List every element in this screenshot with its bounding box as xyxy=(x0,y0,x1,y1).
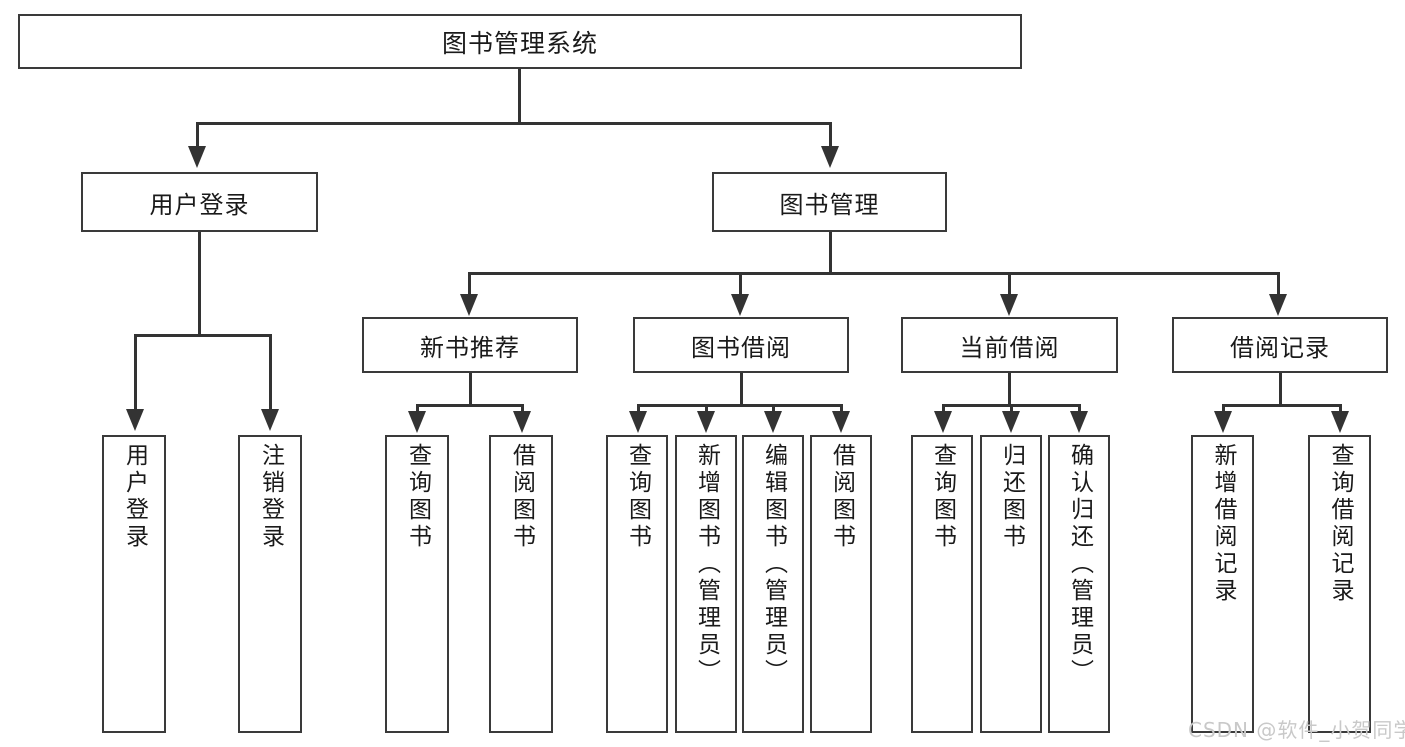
leaf-label: 新增借阅记录 xyxy=(1210,443,1236,605)
leaf-label: 确认归还（管理员） xyxy=(1066,443,1093,686)
connector-current-drop-2 xyxy=(1010,404,1013,412)
connector-root-to-user xyxy=(196,122,199,147)
node-label: 用户登录 xyxy=(149,190,250,219)
connector-current-drop-1 xyxy=(942,404,945,412)
connector-root-stem xyxy=(518,69,521,124)
leaf-confirm-return-admin[interactable]: 确认归还（管理员） xyxy=(1048,435,1110,733)
leaf-edit-book-admin[interactable]: 编辑图书（管理员） xyxy=(742,435,804,733)
arrow-book-to-newbook xyxy=(460,294,478,316)
connector-newbook-bus xyxy=(416,404,524,407)
leaf-label: 注销登录 xyxy=(257,443,284,551)
leaf-query-book-newbook[interactable]: 查询图书 xyxy=(385,435,449,733)
connector-current-stem xyxy=(1008,373,1011,406)
connector-record-drop-1 xyxy=(1222,404,1225,412)
csdn-watermark: CSDN @软件_小贺同学 xyxy=(1188,718,1405,742)
connector-user-bus xyxy=(134,334,272,337)
connector-user-drop-2 xyxy=(269,334,272,410)
arrow-book-to-borrow xyxy=(731,294,749,316)
connector-book-drop-1 xyxy=(468,272,471,295)
arrow-newbook-leaf-2 xyxy=(513,411,531,433)
connector-user-drop-1 xyxy=(134,334,137,410)
leaf-query-book-borrow[interactable]: 查询图书 xyxy=(606,435,668,733)
leaf-return-book[interactable]: 归还图书 xyxy=(980,435,1042,733)
connector-borrow-drop-3 xyxy=(772,404,775,412)
node-root-system[interactable]: 图书管理系统 xyxy=(18,14,1022,69)
leaf-label: 查询图书 xyxy=(404,443,431,551)
connector-borrow-drop-2 xyxy=(705,404,708,412)
arrow-borrow-leaf-3 xyxy=(764,411,782,433)
leaf-label: 编辑图书（管理员） xyxy=(760,443,787,686)
arrow-user-leaf-2 xyxy=(261,409,279,431)
connector-book-drop-4 xyxy=(1277,272,1280,295)
node-label: 当前借阅 xyxy=(959,333,1060,362)
leaf-user-login[interactable]: 用户登录 xyxy=(102,435,166,733)
leaf-borrow-book[interactable]: 借阅图书 xyxy=(810,435,872,733)
node-user-login[interactable]: 用户登录 xyxy=(81,172,318,232)
connector-root-to-book xyxy=(829,122,832,147)
arrow-record-leaf-1 xyxy=(1214,411,1232,433)
arrow-borrow-leaf-4 xyxy=(832,411,850,433)
leaf-label: 查询图书 xyxy=(929,443,956,551)
arrow-current-leaf-2 xyxy=(1002,411,1020,433)
leaf-label: 查询图书 xyxy=(624,443,651,551)
leaf-label: 归还图书 xyxy=(998,443,1025,551)
connector-newbook-stem xyxy=(469,373,472,406)
node-label: 图书管理 xyxy=(779,190,880,219)
node-borrow-record[interactable]: 借阅记录 xyxy=(1172,317,1388,373)
arrow-newbook-leaf-1 xyxy=(408,411,426,433)
leaf-add-book-admin[interactable]: 新增图书（管理员） xyxy=(675,435,737,733)
connector-newbook-drop-1 xyxy=(416,404,419,412)
node-new-book-recommend[interactable]: 新书推荐 xyxy=(362,317,578,373)
arrow-current-leaf-1 xyxy=(934,411,952,433)
connector-record-drop-2 xyxy=(1339,404,1342,412)
arrow-root-to-book xyxy=(821,146,839,168)
connector-record-stem xyxy=(1279,373,1282,406)
arrow-book-to-record xyxy=(1269,294,1287,316)
leaf-query-borrow-record[interactable]: 查询借阅记录 xyxy=(1308,435,1371,733)
leaf-borrow-book-newbook[interactable]: 借阅图书 xyxy=(489,435,553,733)
arrow-record-leaf-2 xyxy=(1331,411,1349,433)
node-label: 图书借阅 xyxy=(691,333,791,362)
leaf-label: 新增图书（管理员） xyxy=(693,443,720,686)
connector-book-drop-3 xyxy=(1008,272,1011,295)
connector-borrow-drop-4 xyxy=(840,404,843,412)
connector-borrow-bus xyxy=(637,404,842,407)
leaf-query-book-current[interactable]: 查询图书 xyxy=(911,435,973,733)
node-label: 借阅记录 xyxy=(1230,333,1330,362)
arrow-book-to-current xyxy=(1000,294,1018,316)
leaf-label: 借阅图书 xyxy=(508,443,535,551)
arrow-root-to-user xyxy=(188,146,206,168)
node-label: 新书推荐 xyxy=(420,333,520,362)
leaf-add-borrow-record[interactable]: 新增借阅记录 xyxy=(1191,435,1254,733)
node-label: 图书管理系统 xyxy=(441,28,598,58)
connector-root-bus xyxy=(196,122,832,125)
leaf-label: 查询借阅记录 xyxy=(1327,443,1353,605)
connector-book-drop-2 xyxy=(739,272,742,295)
connector-current-drop-3 xyxy=(1078,404,1081,412)
leaf-label: 借阅图书 xyxy=(828,443,855,551)
leaf-label: 用户登录 xyxy=(121,443,148,551)
connector-book-stem xyxy=(829,232,832,274)
arrow-current-leaf-3 xyxy=(1070,411,1088,433)
arrow-user-leaf-1 xyxy=(126,409,144,431)
connector-borrow-drop-1 xyxy=(637,404,640,412)
node-book-borrow[interactable]: 图书借阅 xyxy=(633,317,849,373)
connector-user-stem xyxy=(198,232,201,336)
leaf-logout[interactable]: 注销登录 xyxy=(238,435,302,733)
connector-borrow-stem xyxy=(740,373,743,406)
connector-newbook-drop-2 xyxy=(521,404,524,412)
node-current-borrow[interactable]: 当前借阅 xyxy=(901,317,1118,373)
node-book-management[interactable]: 图书管理 xyxy=(712,172,947,232)
arrow-borrow-leaf-1 xyxy=(629,411,647,433)
connector-book-bus xyxy=(468,272,1280,275)
connector-record-bus xyxy=(1222,404,1340,407)
arrow-borrow-leaf-2 xyxy=(697,411,715,433)
